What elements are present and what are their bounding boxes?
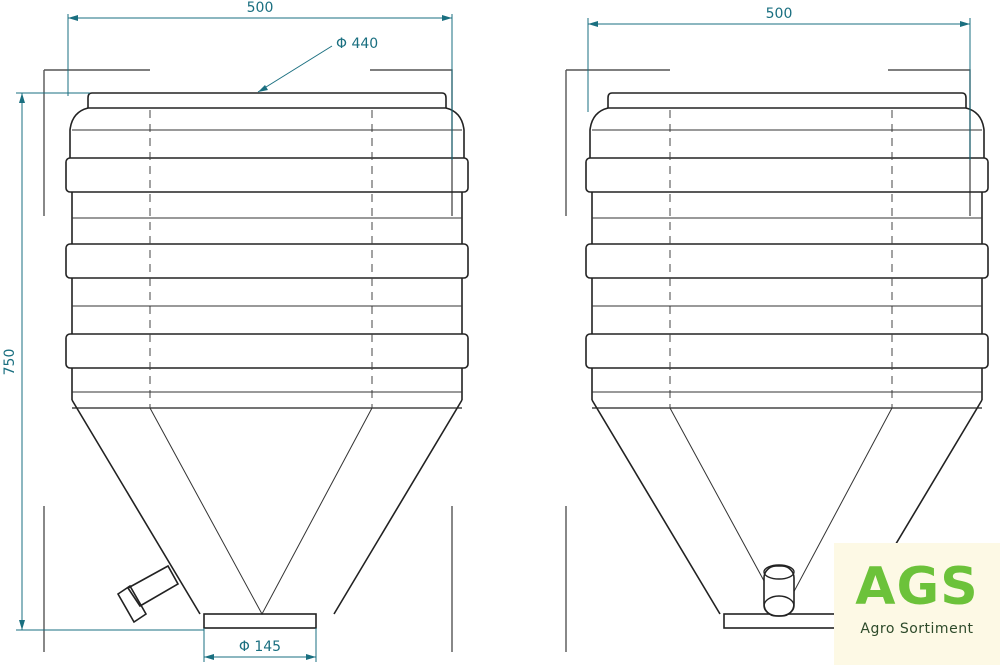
dim-outlet-label: Φ 145 xyxy=(239,639,281,655)
dim-height xyxy=(16,92,204,631)
dim-width-right xyxy=(587,18,971,160)
ags-logo: AGS Agro Sortiment xyxy=(834,543,1000,665)
logo-mark: AGS xyxy=(855,557,979,617)
dim-width-left-label: 500 xyxy=(247,0,274,16)
side-spout xyxy=(116,564,180,624)
dim-outlet xyxy=(203,628,317,662)
tank-body-left xyxy=(65,92,469,629)
dim-height-label: 750 xyxy=(2,349,18,376)
logo-subtitle: Agro Sortiment xyxy=(860,621,974,637)
front-spout xyxy=(763,564,795,617)
dim-width-right-label: 500 xyxy=(766,6,793,22)
dim-diameter-label: Φ 440 xyxy=(336,36,378,52)
dim-width-left xyxy=(67,14,453,160)
dim-diameter-leader xyxy=(257,45,333,93)
left-view: 500 Φ 440 750 Φ 145 xyxy=(2,0,469,662)
right-view: 500 xyxy=(565,6,989,652)
